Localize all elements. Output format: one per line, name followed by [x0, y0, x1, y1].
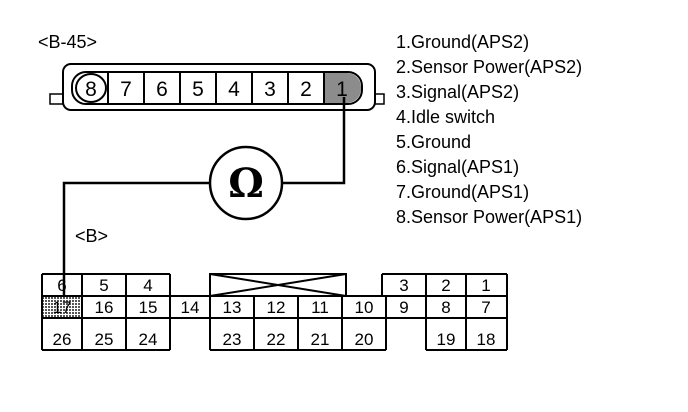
- b-pin-16: 16: [95, 298, 114, 317]
- ohmmeter: Ω: [208, 145, 284, 221]
- b-pin-17: 17: [53, 298, 72, 317]
- b45-pin-3: 3: [264, 78, 276, 101]
- legend-item-3: 3.Signal(APS2): [396, 82, 519, 102]
- ohm-symbol: Ω: [228, 160, 264, 207]
- legend-item-7: 7.Ground(APS1): [396, 182, 529, 202]
- b-pin-19: 19: [437, 330, 456, 349]
- b45-pin-7: 7: [120, 78, 132, 101]
- b-pin-7: 7: [481, 298, 490, 317]
- b-pin-20: 20: [355, 330, 374, 349]
- b-pin-23: 23: [223, 330, 242, 349]
- legend-item-2: 2.Sensor Power(APS2): [396, 57, 582, 77]
- b45-pin-5: 5: [192, 78, 204, 101]
- b-pin-26: 26: [53, 330, 72, 349]
- legend-item-6: 6.Signal(APS1): [396, 157, 519, 177]
- b-pin-11: 11: [311, 298, 329, 317]
- b-pin-4: 4: [143, 276, 152, 295]
- b-pin-8: 8: [441, 298, 450, 317]
- b45-pin-2: 2: [300, 78, 312, 101]
- b-pin-5: 5: [99, 276, 108, 295]
- b45-pin-1: 1: [336, 78, 348, 101]
- legend-item-4: 4.Idle switch: [396, 107, 495, 127]
- legend-item-8: 8.Sensor Power(APS1): [396, 207, 582, 227]
- b-pin-18: 18: [477, 330, 496, 349]
- b45-pin-6: 6: [156, 78, 168, 101]
- b-pin-25: 25: [95, 330, 114, 349]
- pin-legend: 1.Ground(APS2) 2.Sensor Power(APS2) 3.Si…: [396, 32, 582, 227]
- legend-item-1: 1.Ground(APS2): [396, 32, 529, 52]
- b-pin-21: 21: [311, 330, 330, 349]
- measurement-wires: [62, 97, 346, 306]
- b-pin-6: 6: [57, 276, 66, 295]
- connector-b-label: <B>: [75, 226, 108, 246]
- connector-b45: 8 7 6 5 4 3 2 1: [49, 63, 385, 111]
- b-pin-2: 2: [441, 276, 450, 295]
- b-pin-24: 24: [139, 330, 158, 349]
- b-pin-22: 22: [267, 330, 286, 349]
- b-pin-10: 10: [355, 298, 374, 317]
- b-pin-9: 9: [399, 298, 408, 317]
- b-pin-3: 3: [399, 276, 408, 295]
- b-pin-1: 1: [481, 276, 490, 295]
- b-pin-12: 12: [267, 298, 286, 317]
- connector-b: 6 5 4 3 2 1 17 16 15 14 13 12 11 10 9 8 …: [41, 273, 508, 351]
- b45-pin-8: 8: [85, 78, 97, 101]
- legend-item-5: 5.Ground: [396, 132, 471, 152]
- b45-pin-4: 4: [228, 78, 240, 101]
- b-pin-13: 13: [223, 298, 242, 317]
- b-pin-15: 15: [139, 298, 158, 317]
- connector-b45-label: <B-45>: [38, 32, 97, 52]
- b-pin-14: 14: [181, 298, 200, 317]
